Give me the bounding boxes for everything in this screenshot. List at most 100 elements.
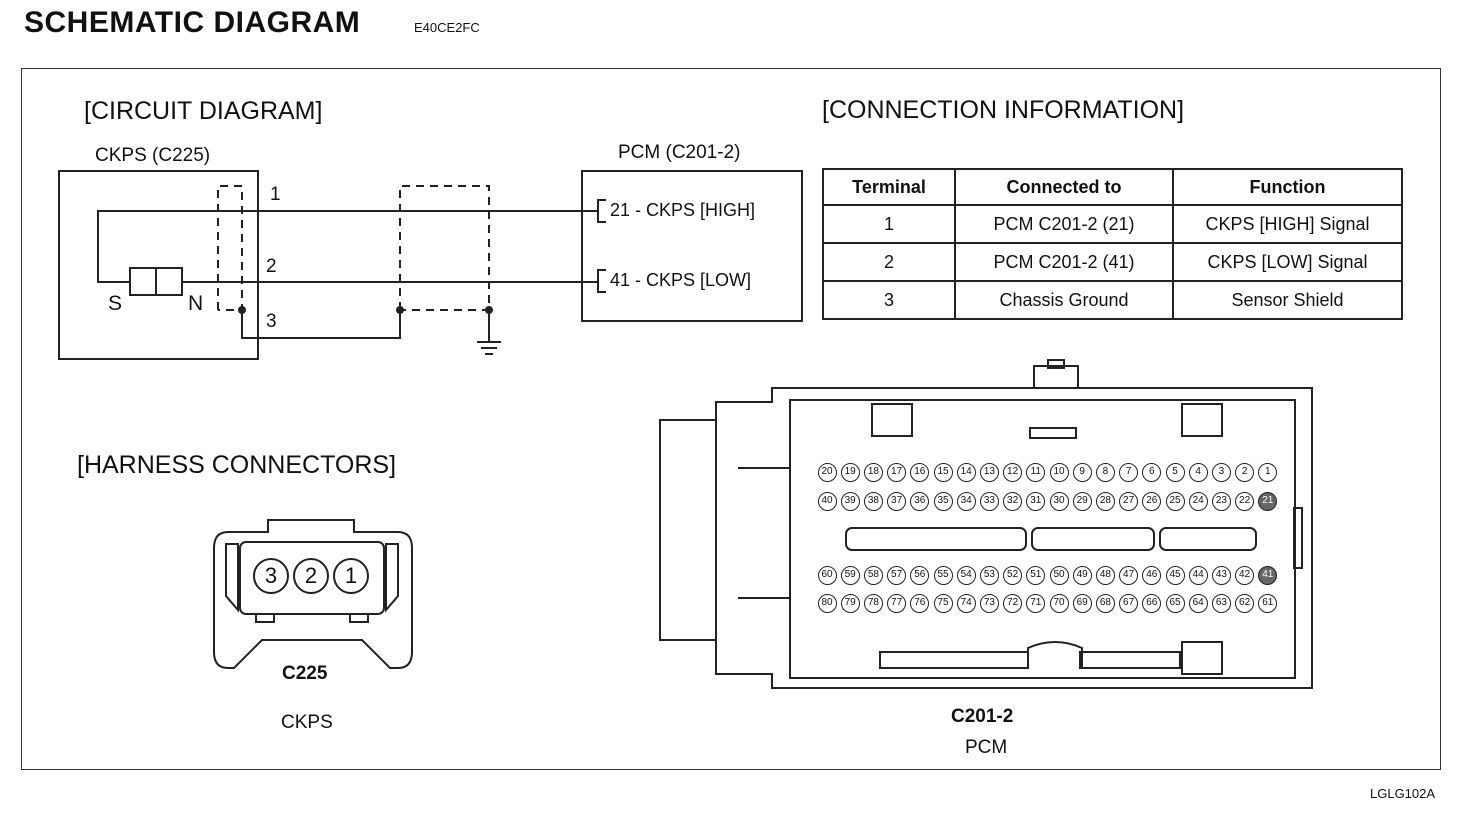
c201-pin: 10 bbox=[1049, 462, 1069, 482]
c225-connector-name: C225 bbox=[282, 663, 328, 684]
c201-pin: 33 bbox=[979, 491, 999, 511]
table-row: 2 PCM C201-2 (41) CKPS [LOW] Signal bbox=[822, 242, 1403, 282]
table-header-row: Terminal Connected to Function bbox=[822, 168, 1403, 206]
table-cell: Chassis Ground bbox=[954, 280, 1174, 320]
c201-pin: 74 bbox=[956, 593, 976, 613]
circuit-diagram-heading: [CIRCUIT DIAGRAM] bbox=[84, 97, 323, 125]
table-cell: PCM C201-2 (21) bbox=[954, 204, 1174, 244]
table-cell: 3 bbox=[822, 280, 956, 320]
c201-pin: 39 bbox=[840, 491, 860, 511]
c201-pin: 63 bbox=[1211, 593, 1231, 613]
c201-pin: 40 bbox=[817, 491, 837, 511]
c201-pin: 19 bbox=[840, 462, 860, 482]
wire-number-1: 1 bbox=[270, 184, 281, 205]
pcm-pin-41-label: 41 - CKPS [LOW] bbox=[610, 270, 752, 290]
c201-pin: 53 bbox=[979, 565, 999, 585]
c201-pin: 4 bbox=[1188, 462, 1208, 482]
c201-pin: 36 bbox=[910, 491, 930, 511]
wire-number-3: 3 bbox=[266, 311, 277, 332]
c201-pin: 43 bbox=[1211, 565, 1231, 585]
harness-connectors-heading: [HARNESS CONNECTORS] bbox=[77, 451, 397, 479]
c201-pin: 68 bbox=[1095, 593, 1115, 613]
document-code: E40CE2FC bbox=[414, 20, 480, 35]
c201-pin: 45 bbox=[1165, 565, 1185, 585]
c201-pin: 29 bbox=[1072, 491, 1092, 511]
c201-connector bbox=[659, 359, 1313, 689]
c201-pin: 56 bbox=[910, 565, 930, 585]
c201-pin: 8 bbox=[1095, 462, 1115, 482]
c201-pin: 64 bbox=[1188, 593, 1208, 613]
c201-pin: 41 bbox=[1258, 565, 1278, 585]
ckps-sensor-label: CKPS (C225) bbox=[95, 145, 211, 166]
c201-pin: 59 bbox=[840, 565, 860, 585]
sensor-shield bbox=[217, 185, 243, 311]
c201-pin: 31 bbox=[1026, 491, 1046, 511]
c201-pin: 9 bbox=[1072, 462, 1092, 482]
c201-pin: 7 bbox=[1119, 462, 1139, 482]
c201-pin: 21 bbox=[1258, 491, 1278, 511]
c201-pin: 58 bbox=[863, 565, 883, 585]
column-header: Connected to bbox=[954, 168, 1174, 206]
c201-pin: 62 bbox=[1235, 593, 1255, 613]
c201-pin: 77 bbox=[887, 593, 907, 613]
c201-pin: 15 bbox=[933, 462, 953, 482]
c201-pin: 18 bbox=[863, 462, 883, 482]
cable-shield bbox=[399, 185, 490, 311]
c225-pin: 2 bbox=[293, 558, 329, 594]
c201-pin: 22 bbox=[1235, 491, 1255, 511]
table-cell: 1 bbox=[822, 204, 956, 244]
c201-pin: 17 bbox=[887, 462, 907, 482]
c201-pin: 42 bbox=[1235, 565, 1255, 585]
c201-pin: 46 bbox=[1142, 565, 1162, 585]
c201-pin: 3 bbox=[1211, 462, 1231, 482]
table-row: 1 PCM C201-2 (21) CKPS [HIGH] Signal bbox=[822, 204, 1403, 244]
c201-pin: 34 bbox=[956, 491, 976, 511]
wire-number-2: 2 bbox=[266, 256, 277, 277]
c201-pin: 61 bbox=[1258, 593, 1278, 613]
c201-pin: 80 bbox=[817, 593, 837, 613]
c201-pin: 49 bbox=[1072, 565, 1092, 585]
c201-pin: 6 bbox=[1142, 462, 1162, 482]
c201-pin: 76 bbox=[910, 593, 930, 613]
pcm-label: PCM (C201-2) bbox=[618, 142, 741, 163]
c225-connector-desc: CKPS bbox=[281, 712, 333, 733]
c201-pin: 30 bbox=[1049, 491, 1069, 511]
c201-connector-desc: PCM bbox=[965, 737, 1008, 758]
c201-pin: 2 bbox=[1235, 462, 1255, 482]
c201-pin: 38 bbox=[863, 491, 883, 511]
c201-pin: 72 bbox=[1003, 593, 1023, 613]
table-cell: Sensor Shield bbox=[1172, 280, 1403, 320]
c201-pin: 60 bbox=[817, 565, 837, 585]
c201-pin: 32 bbox=[1003, 491, 1023, 511]
c225-pin: 1 bbox=[333, 558, 369, 594]
c201-pin: 55 bbox=[933, 565, 953, 585]
c201-pin: 25 bbox=[1165, 491, 1185, 511]
c201-pin: 13 bbox=[979, 462, 999, 482]
pcm-pin-21-label: 21 - CKPS [HIGH] bbox=[610, 200, 756, 220]
ckps-sensor-box bbox=[58, 170, 259, 360]
c201-pin: 35 bbox=[933, 491, 953, 511]
c201-pin: 47 bbox=[1119, 565, 1139, 585]
c201-pin: 65 bbox=[1165, 593, 1185, 613]
c201-pin: 5 bbox=[1165, 462, 1185, 482]
c201-pin: 48 bbox=[1095, 565, 1115, 585]
c201-pin: 69 bbox=[1072, 593, 1092, 613]
table-cell: PCM C201-2 (41) bbox=[954, 242, 1174, 282]
diagram-frame bbox=[21, 68, 1441, 770]
c201-pin: 20 bbox=[817, 462, 837, 482]
column-header: Terminal bbox=[822, 168, 956, 206]
c201-pin: 79 bbox=[840, 593, 860, 613]
c201-pin: 23 bbox=[1211, 491, 1231, 511]
c201-pin: 12 bbox=[1003, 462, 1023, 482]
c201-pin: 44 bbox=[1188, 565, 1208, 585]
c201-pin: 67 bbox=[1119, 593, 1139, 613]
c201-pin: 1 bbox=[1258, 462, 1278, 482]
c201-pin: 78 bbox=[863, 593, 883, 613]
table-cell: CKPS [HIGH] Signal bbox=[1172, 204, 1403, 244]
c201-pin: 70 bbox=[1049, 593, 1069, 613]
c201-pin: 73 bbox=[979, 593, 999, 613]
c201-pin: 52 bbox=[1003, 565, 1023, 585]
pole-n-label: N bbox=[188, 292, 204, 315]
c201-pin: 75 bbox=[933, 593, 953, 613]
